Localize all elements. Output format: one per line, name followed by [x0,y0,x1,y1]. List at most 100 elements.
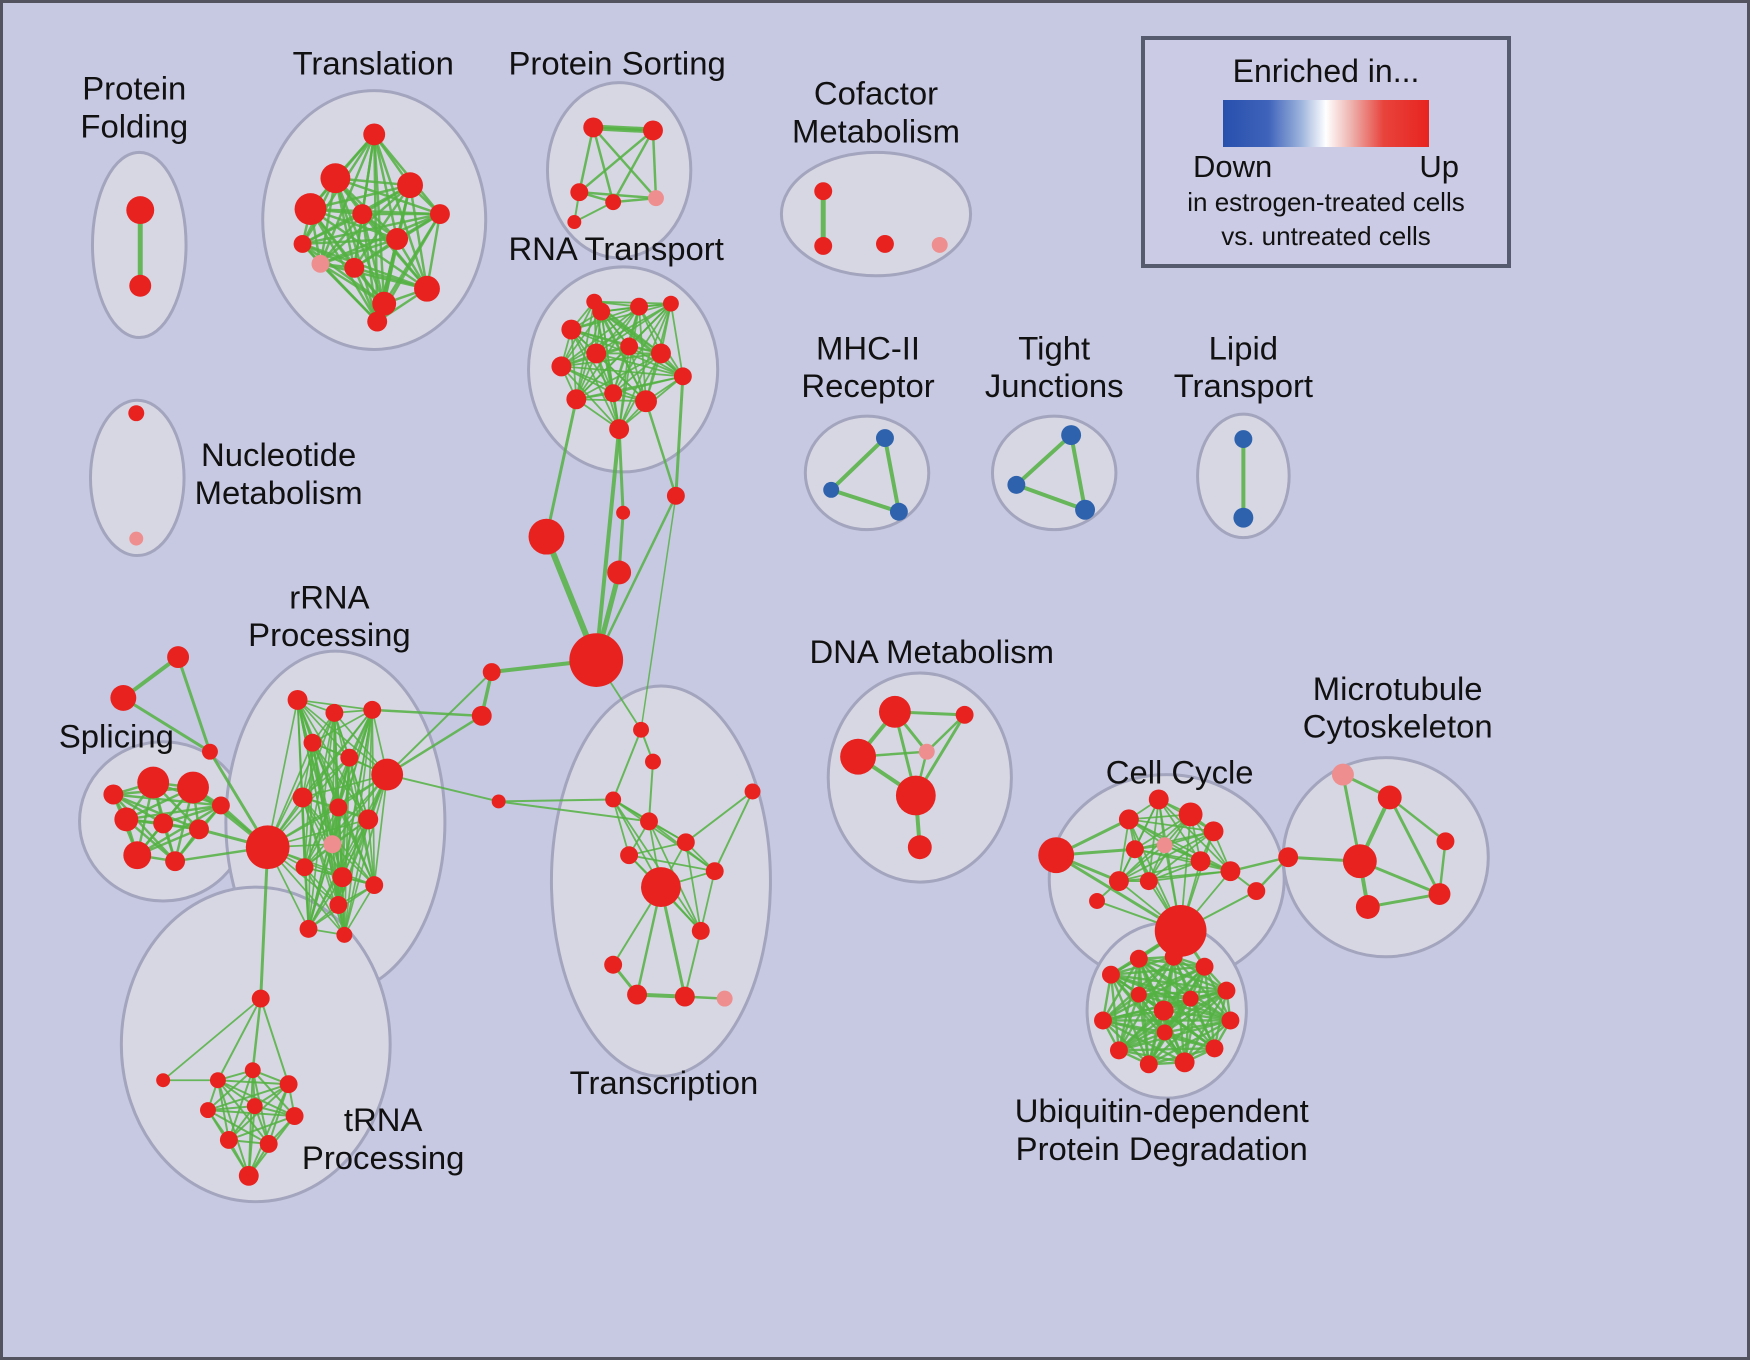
network-node [840,738,876,775]
network-edge [612,375,684,395]
network-edge [311,709,374,744]
cluster-ellipse-tight-junctions [990,414,1118,532]
network-edge [644,399,678,498]
network-node [1234,430,1253,449]
cluster-label-protein-folding: Protein [82,70,186,107]
network-node [1182,990,1199,1007]
network-node [1377,785,1402,810]
network-node [329,896,348,914]
network-edge [594,494,678,662]
network-edge [594,427,622,663]
network-edge [684,841,702,932]
cluster-label-cofactor-metabolism: Metabolism [792,112,960,149]
network-edge [595,352,647,403]
network-node [325,703,344,722]
network-edge [1117,993,1141,1052]
network-node [1278,847,1299,868]
network-node [604,384,623,403]
cluster-label-microtubule-cytoskeleton: Cytoskeleton [1303,708,1493,745]
network-edge [1137,989,1228,996]
network-edge [301,212,364,246]
cluster-label-ubiquitin-protein-degradation: Ubiquitin-dependent [1015,1092,1309,1129]
network-node [482,663,501,681]
network-node [673,367,692,386]
network-node [189,819,209,840]
network-node [1220,861,1241,882]
network-node [1178,802,1203,827]
network-node [814,182,833,201]
network-edge [367,818,376,886]
network-node [245,825,290,870]
network-node [955,705,974,724]
network-edge [593,300,621,431]
network-node [907,835,932,860]
network-node [1129,949,1148,968]
network-edge [343,773,389,936]
network-node [156,1073,171,1088]
network-node [583,117,604,138]
network-edge [674,374,685,498]
cluster-label-protein-folding: Folding [80,107,188,144]
network-edge [578,129,655,194]
network-node [287,689,308,710]
network-edge [1014,482,1088,512]
network-node [635,390,657,413]
network-node [666,486,685,505]
network-edge [259,997,290,1086]
network-node [279,1075,298,1094]
network-node [875,429,894,448]
network-node [1190,851,1211,872]
network-node [367,311,388,332]
network-edge [575,345,630,401]
network-node [586,343,607,364]
network-edge [301,237,399,246]
network-node [1247,882,1266,901]
cluster-label-microtubule-cytoskeleton: Microtubule [1313,670,1483,707]
network-edge [1163,1019,1232,1034]
network-edge [670,302,684,378]
network-edge [1117,957,1141,1052]
network-edge [266,699,299,849]
network-edge [651,129,658,200]
network-node [1203,821,1224,842]
network-node [1075,499,1096,520]
network-edge [592,126,658,200]
network-edge [592,126,615,204]
network-node [1355,895,1380,919]
cluster-label-rna-transport: RNA Transport [508,230,723,267]
network-node [293,234,312,253]
network-edge [386,671,493,776]
network-node [238,1165,259,1186]
network-node [363,700,382,719]
network-edge [1147,830,1215,883]
cluster-label-rrna-processing: Processing [248,616,410,653]
network-node [332,867,353,888]
network-edge [373,773,389,886]
network-edge [343,709,374,936]
network-node [491,794,506,809]
network-edge [1189,997,1216,1050]
network-edge [575,300,596,401]
network-edge [408,183,429,290]
network-node [1109,1041,1128,1060]
network-edge [301,212,442,246]
network-edge [1101,957,1141,1022]
network-edge [162,997,262,1082]
network-node [372,291,397,316]
network-edge [618,345,630,431]
network-node [1217,981,1236,1000]
cluster-label-transcription: Transcription [570,1064,759,1101]
network-node [620,337,639,356]
network-node [878,695,911,728]
network-node [1089,893,1105,909]
network-edge [1183,1019,1232,1064]
network-edge [648,760,654,823]
network-edge [699,870,716,932]
cluster-ellipse-mhc-ii-receptor [803,414,931,532]
network-node [471,705,492,726]
network-edge [1117,997,1192,1052]
legend-title: Enriched in... [1232,53,1420,89]
network-node [1148,789,1169,810]
cluster-ellipse-cofactor-metabolism [779,150,973,278]
